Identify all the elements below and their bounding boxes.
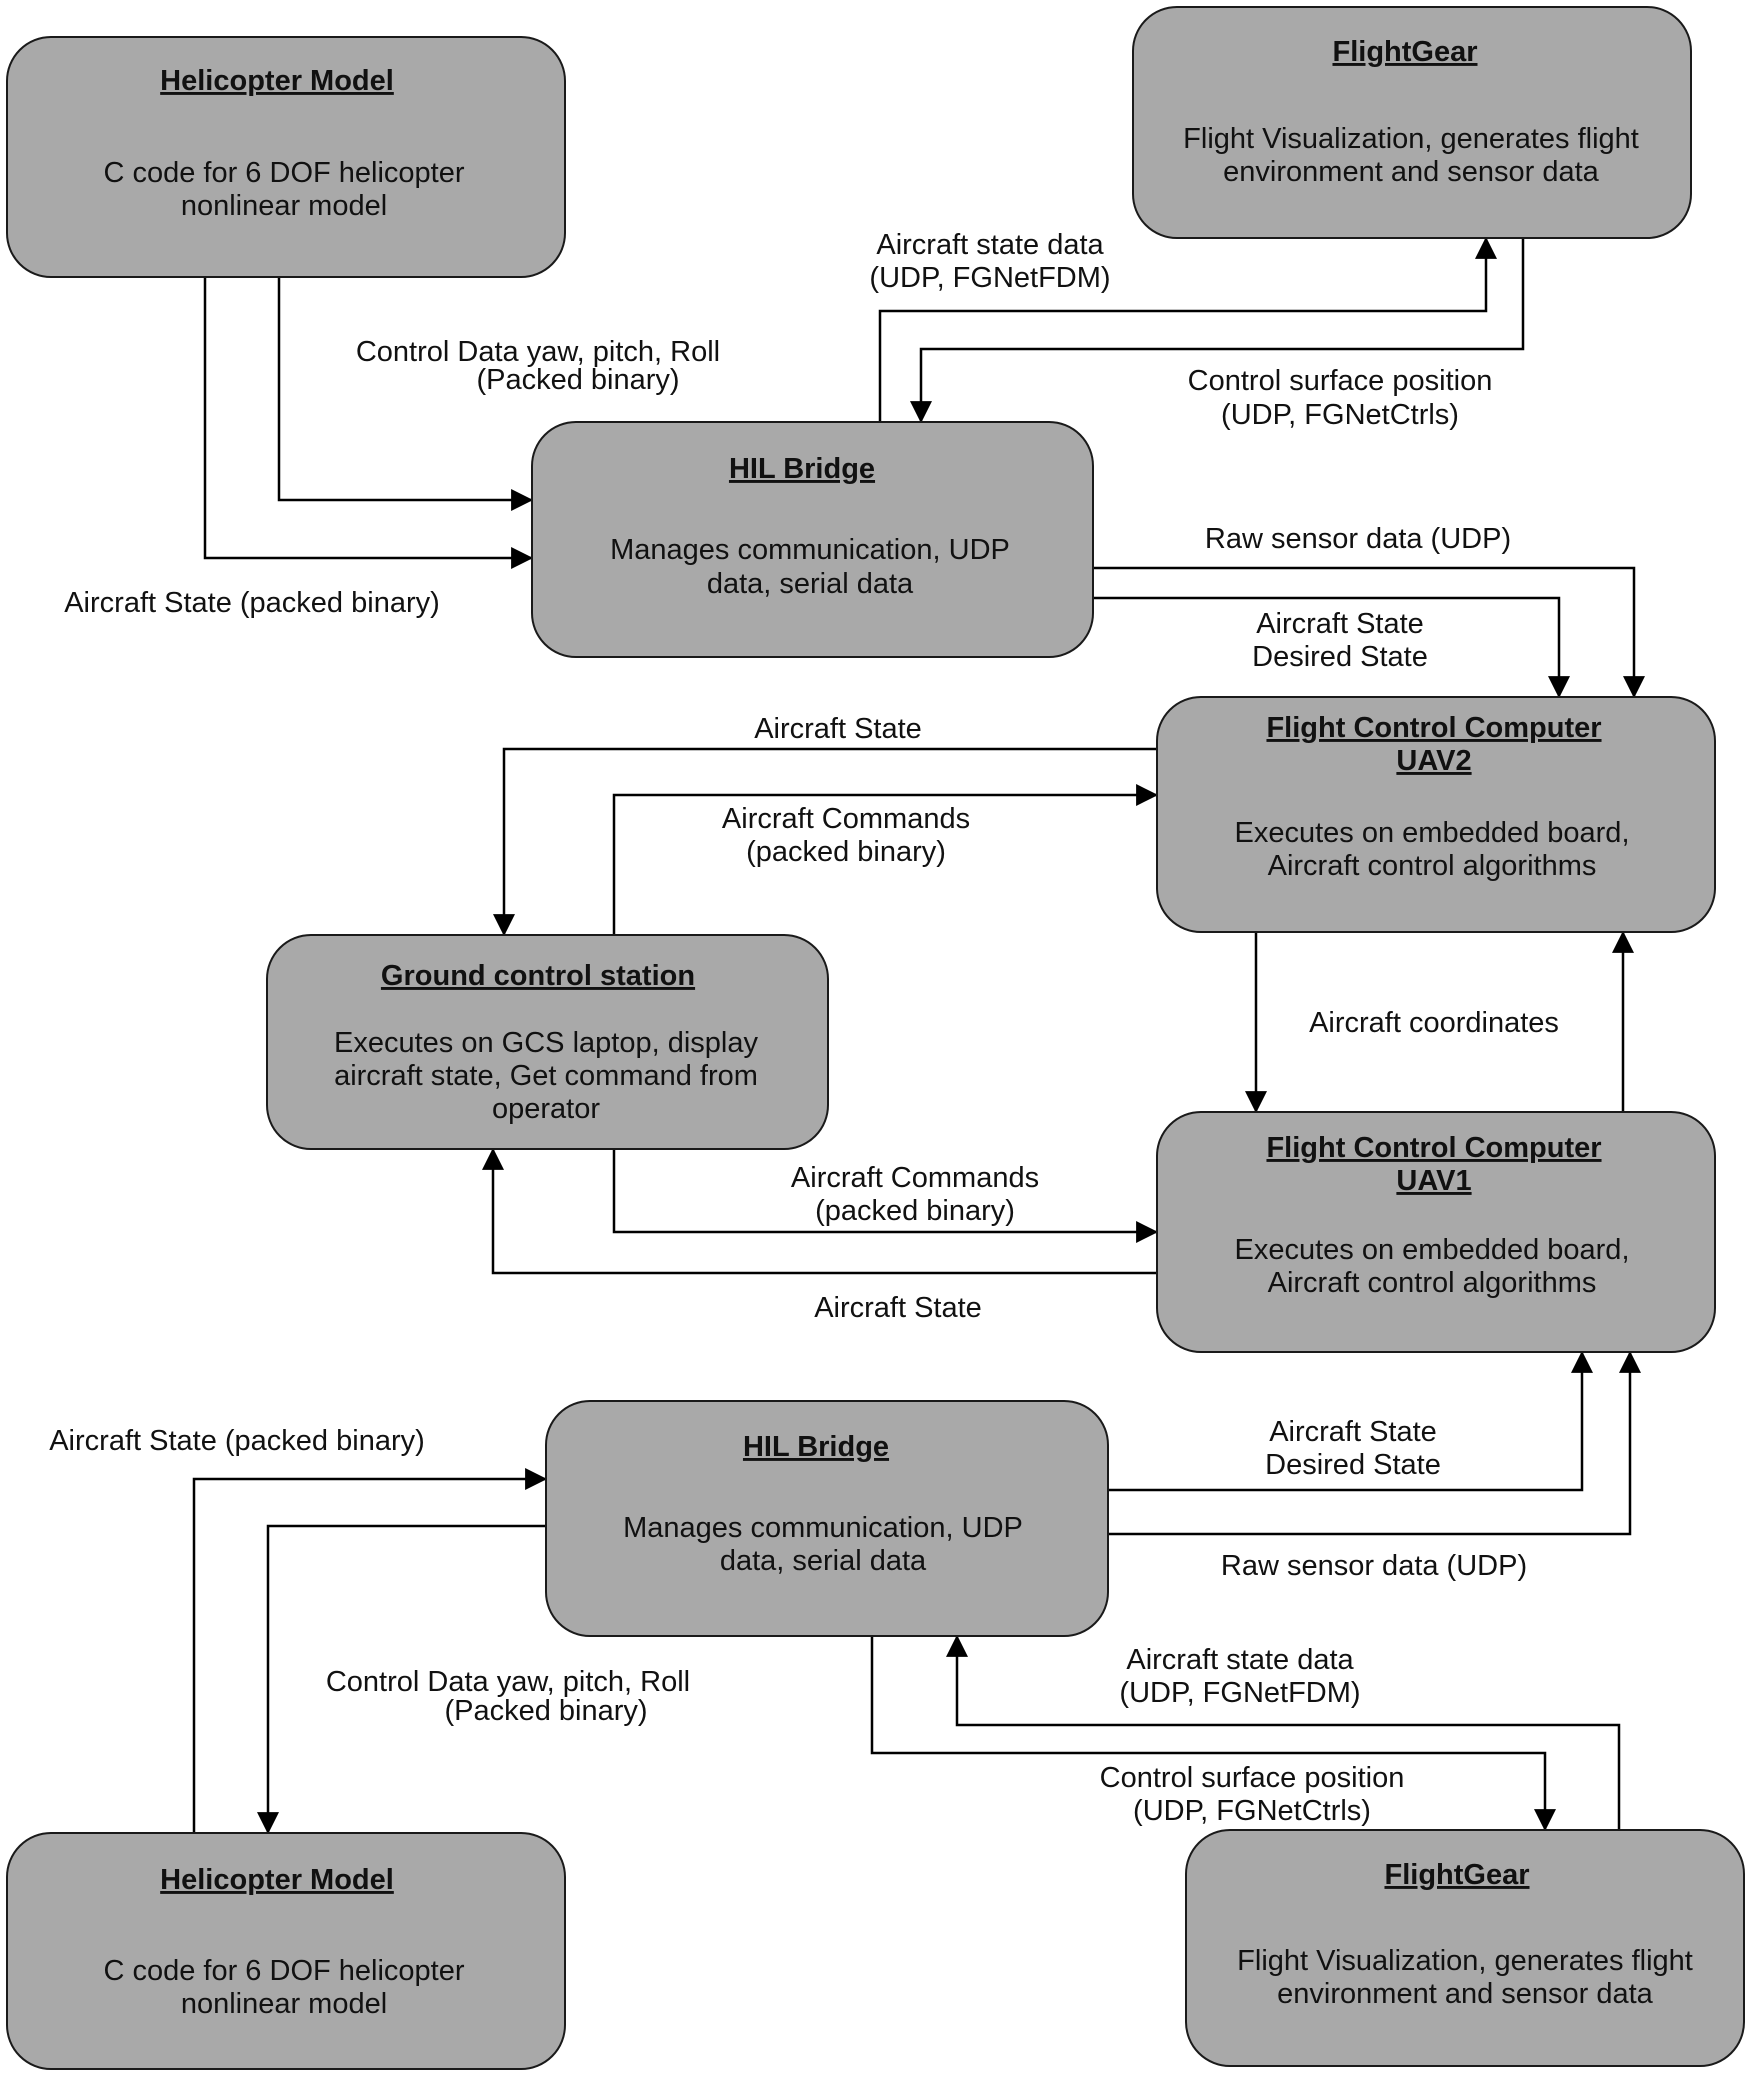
box-desc-line-2: nonlinear model (181, 190, 387, 222)
label-bot-ac-state-data-1: Aircraft state data (1126, 1644, 1354, 1676)
conn-bot-raw-sensor (1087, 1350, 1641, 1545)
box-desc-line-1: Manages communication, UDP (623, 1512, 1023, 1544)
conn-bot-control-data (257, 1524, 546, 1835)
box-title: HIL Bridge (729, 453, 875, 485)
box-helicopter-model-top: Helicopter Model C code for 6 DOF helico… (6, 36, 566, 278)
box-desc-line-3: operator (492, 1093, 600, 1125)
conn-top-control-data (268, 256, 534, 511)
box-helicopter-model-bottom: Helicopter Model C code for 6 DOF helico… (6, 1832, 566, 2070)
box-title-line-2: UAV1 (1396, 1165, 1471, 1197)
box-desc-line-1: C code for 6 DOF helicopter (103, 1955, 464, 1987)
label-gcs-ac-state-bottom: Aircraft State (814, 1292, 982, 1324)
label-bot-control-data-1: Control Data yaw, pitch, Roll (326, 1666, 690, 1698)
conn-gcs-ac-state-bottom (482, 1147, 1157, 1275)
box-desc-line-2: data, serial data (707, 568, 914, 600)
label-bot-raw-sensor: Raw sensor data (UDP) (1221, 1550, 1527, 1582)
label-bot-ac-state-packed: Aircraft State (packed binary) (49, 1425, 425, 1457)
conn-bot-ac-state-data (946, 1634, 1621, 1830)
conn-gcs-ac-state-top (493, 747, 1157, 937)
box-title-line-1: Flight Control Computer (1266, 1132, 1601, 1164)
box-hil-bridge-top: HIL Bridge Manages communication, UDP da… (531, 421, 1094, 658)
box-flightgear-top: FlightGear Flight Visualization, generat… (1132, 6, 1692, 239)
box-fcc-uav2: Flight Control Computer UAV2 Executes on… (1156, 696, 1716, 933)
box-desc-line-1: Executes on GCS laptop, display (334, 1027, 758, 1059)
label-top-raw-sensor: Raw sensor data (UDP) (1205, 523, 1511, 555)
box-desc-line-1: Manages communication, UDP (610, 534, 1010, 566)
conn-gcs-commands-bottom (612, 1149, 1159, 1243)
box-title: Ground control station (381, 960, 695, 992)
conn-top-state-desired (1072, 587, 1570, 699)
label-top-ac-state-packed: Aircraft State (packed binary) (64, 587, 440, 619)
conn-bot-control-surface (870, 1636, 1556, 1832)
edge-labels: Aircraft state data (UDP, FGNetFDM) Cont… (49, 229, 1559, 1827)
label-gcs-commands-bottom-2: (packed binary) (815, 1195, 1015, 1227)
box-desc-line-2: Aircraft control algorithms (1268, 1267, 1597, 1299)
label-top-control-data-1: Control Data yaw, pitch, Roll (356, 336, 720, 368)
label-gcs-ac-state-top: Aircraft State (754, 713, 922, 745)
label-gcs-commands-top-2: (packed binary) (746, 836, 946, 868)
label-top-ac-state-data-1: Aircraft state data (876, 229, 1104, 261)
label-bot-control-surface-1: Control surface position (1100, 1762, 1405, 1794)
label-ac-coordinates: Aircraft coordinates (1309, 1007, 1559, 1039)
label-top-state-desired-2: Desired State (1252, 641, 1428, 673)
box-title-line-1: Flight Control Computer (1266, 712, 1601, 744)
box-desc-line-2: aircraft state, Get command from (334, 1060, 758, 1092)
box-desc-line-1: Flight Visualization, generates flight (1183, 123, 1639, 155)
conn-top-ac-state-data (878, 236, 1497, 422)
label-bot-state-desired-1: Aircraft State (1269, 1416, 1437, 1448)
conn-top-ac-state-packed (203, 277, 534, 569)
box-title: HIL Bridge (743, 1431, 889, 1463)
box-desc-line-1: Flight Visualization, generates flight (1237, 1945, 1693, 1977)
label-top-control-data-2: (Packed binary) (476, 364, 679, 396)
box-ground-control-station: Ground control station Executes on GCS l… (266, 934, 829, 1150)
box-title: FlightGear (1332, 36, 1477, 68)
box-hil-bridge-bottom: HIL Bridge Manages communication, UDP da… (545, 1400, 1109, 1637)
box-desc-line-2: environment and sensor data (1277, 1978, 1653, 2010)
box-flightgear-bottom: FlightGear Flight Visualization, generat… (1185, 1829, 1745, 2067)
label-bot-ac-state-data-2: (UDP, FGNetFDM) (1119, 1677, 1360, 1709)
box-title: Helicopter Model (160, 1864, 394, 1896)
box-desc-line-2: data, serial data (720, 1545, 927, 1577)
label-top-state-desired-1: Aircraft State (1256, 608, 1424, 640)
box-desc-line-2: environment and sensor data (1223, 156, 1599, 188)
label-bot-control-surface-2: (UDP, FGNetCtrls) (1133, 1795, 1371, 1827)
conn-top-raw-sensor (1072, 557, 1645, 699)
box-desc-line-2: nonlinear model (181, 1988, 387, 2020)
conn-gcs-commands-top (612, 784, 1159, 935)
box-fcc-uav1: Flight Control Computer UAV1 Executes on… (1156, 1111, 1716, 1353)
label-top-control-surface-2: (UDP, FGNetCtrls) (1221, 399, 1459, 431)
label-top-control-surface-1: Control surface position (1188, 365, 1493, 397)
connectors (192, 236, 1645, 1835)
label-gcs-commands-bottom-1: Aircraft Commands (791, 1162, 1039, 1194)
label-gcs-commands-top-1: Aircraft Commands (722, 803, 970, 835)
box-title: FlightGear (1384, 1859, 1529, 1891)
conn-bot-ac-state-packed (192, 1468, 548, 1833)
box-desc-line-1: Executes on embedded board, (1235, 817, 1630, 849)
box-title: Helicopter Model (160, 65, 394, 97)
box-title-line-2: UAV2 (1396, 745, 1471, 777)
label-bot-control-data-2: (Packed binary) (444, 1695, 647, 1727)
box-desc-line-1: Executes on embedded board, (1235, 1234, 1630, 1266)
label-top-ac-state-data-2: (UDP, FGNetFDM) (869, 262, 1110, 294)
label-bot-state-desired-2: Desired State (1265, 1449, 1441, 1481)
box-desc-line-1: C code for 6 DOF helicopter (103, 157, 464, 189)
box-desc-line-2: Aircraft control algorithms (1268, 850, 1597, 882)
conn-top-control-surface (910, 238, 1525, 424)
